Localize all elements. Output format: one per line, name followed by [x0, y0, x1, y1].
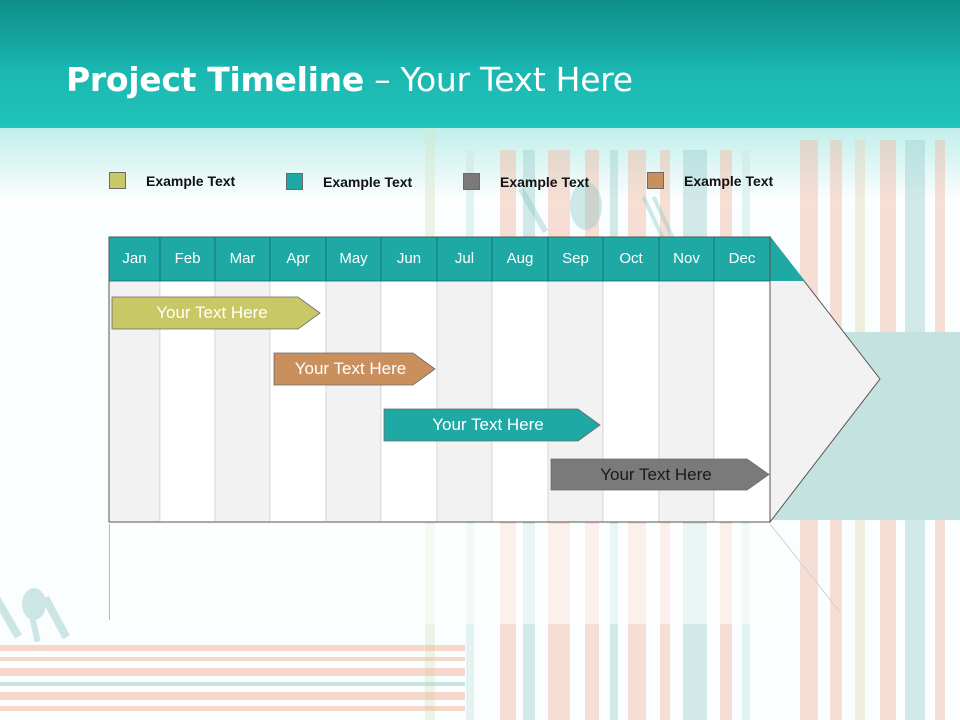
timeline-outline: [108, 236, 770, 523]
month-header-cell: [325, 236, 382, 282]
legend-label: Example Text: [323, 174, 413, 190]
month-header-cell: [602, 236, 660, 282]
title-bold: Project Timeline: [66, 60, 364, 99]
month-label: Jun: [396, 250, 422, 267]
month-label: Dec: [728, 250, 756, 267]
month-label: Aug: [506, 250, 534, 267]
task-bar-label: Your Text Here: [600, 465, 712, 484]
header-wedge: [770, 237, 805, 281]
legend-swatch: [647, 172, 664, 189]
task-bar-label: Your Text Here: [294, 359, 407, 378]
month-label: Sep: [562, 250, 589, 267]
task-bar-label: Your Text Here: [156, 303, 268, 322]
task-bar-label: Your Text Here: [432, 415, 544, 434]
task-bar: [111, 296, 321, 330]
legend-label: Example Text: [500, 174, 590, 190]
month-label: Nov: [673, 250, 700, 267]
month-column: [380, 280, 438, 523]
month-header-cell: [658, 236, 715, 282]
month-column: [491, 280, 549, 523]
month-label: Feb: [174, 250, 201, 267]
slide-title: Project Timeline – Your Text Here: [66, 60, 633, 99]
month-label: Oct: [619, 250, 643, 267]
legend-swatch: [109, 172, 126, 189]
month-header-cell: [547, 236, 604, 282]
month-header-cell: [713, 236, 771, 282]
month-column: [325, 280, 382, 523]
task-bar: [273, 352, 436, 386]
legend-swatch: [463, 173, 480, 190]
month-label: Jul: [454, 250, 475, 267]
month-label: May: [339, 250, 368, 267]
month-label: Mar: [229, 250, 256, 267]
legend-label: Example Text: [146, 173, 236, 189]
month-label: Apr: [286, 250, 310, 267]
task-bar: [383, 408, 601, 442]
month-header-cell: [491, 236, 549, 282]
legend-label: Example Text: [684, 173, 774, 189]
legend-swatch: [286, 173, 303, 190]
task-bar: [550, 458, 770, 491]
month-column: [436, 280, 493, 523]
month-label: Jan: [122, 250, 147, 267]
title-rest: – Your Text Here: [363, 60, 633, 99]
